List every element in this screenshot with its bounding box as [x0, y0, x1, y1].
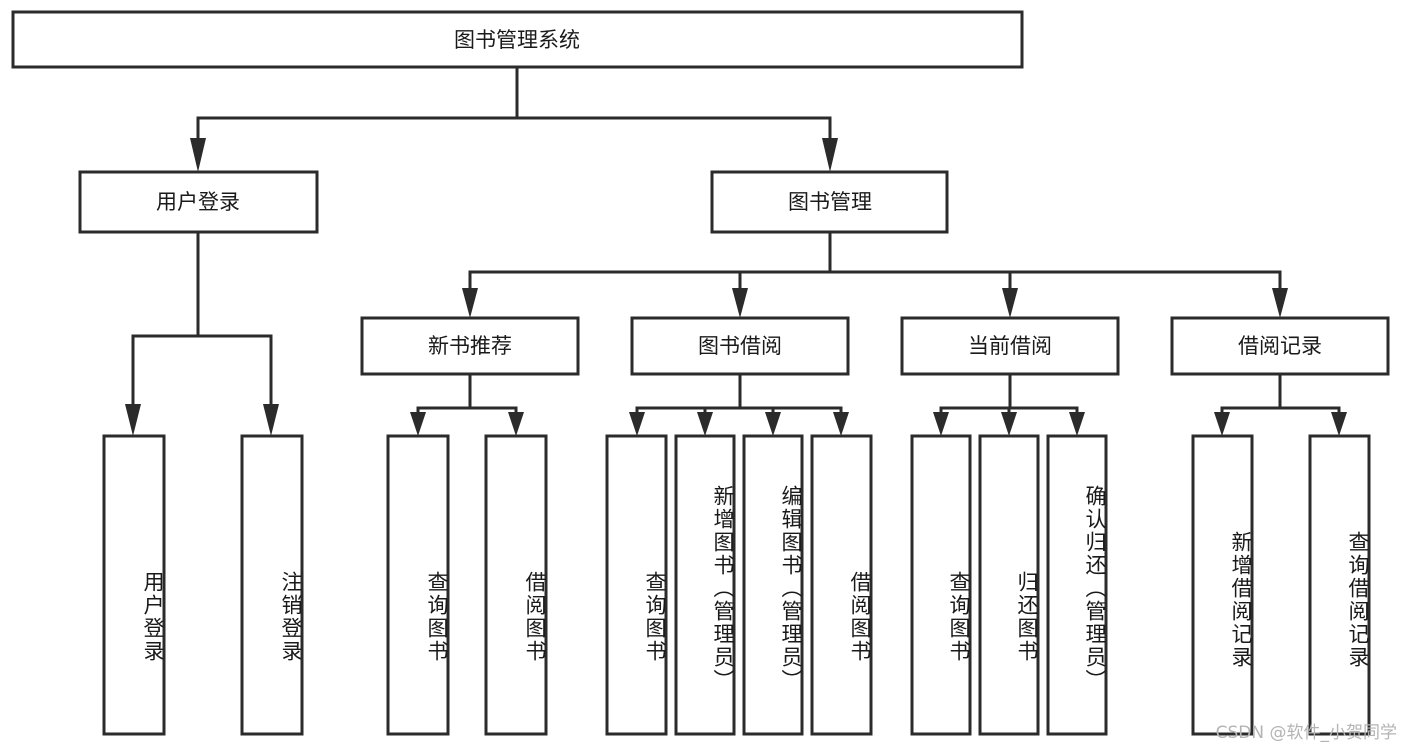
arrow-head-current-borrow [1002, 288, 1018, 318]
arrow-head-new-book-recommend [462, 288, 478, 318]
arrow-head-book-manage [822, 138, 838, 172]
node-box-leaf-query-book-recommend[interactable] [386, 434, 450, 736]
node-layer: 图书管理系统 用户登录 图书管理 新书推荐 图书借阅 当前借阅 借阅记录 [11, 10, 1390, 736]
watermark-text: CSDN @软件_小贺同学 [1215, 723, 1397, 743]
node-label-borrow-record: 借阅记录 [1238, 334, 1322, 358]
arrow-head-leaf-query-book-current [933, 412, 949, 436]
node-box-borrow-record[interactable] [1170, 316, 1390, 376]
node-box-leaf-edit-book-admin[interactable] [742, 434, 804, 736]
node-box-leaf-user-login[interactable] [102, 434, 166, 736]
node-box-leaf-borrow-book[interactable] [810, 434, 873, 736]
node-box-book-borrow[interactable] [630, 316, 850, 376]
node-box-leaf-borrow-book-recommend[interactable] [484, 434, 548, 736]
arrow-head-leaf-edit-book-admin [765, 412, 781, 436]
connector-layer [125, 65, 1347, 436]
node-box-leaf-logout[interactable] [240, 434, 304, 736]
node-box-leaf-query-book-current[interactable] [910, 434, 972, 736]
node-box-book-manage[interactable] [710, 170, 949, 234]
node-label-user-login: 用户登录 [156, 190, 240, 214]
arrow-head-leaf-return-book [1001, 412, 1017, 436]
arrow-head-leaf-logout [263, 404, 279, 436]
arrow-head-leaf-add-book-admin [697, 412, 713, 436]
arrow-head-borrow-record [1272, 288, 1288, 318]
node-label-book-borrow: 图书借阅 [698, 334, 782, 358]
node-label-book-manage: 图书管理 [788, 190, 872, 214]
node-label-new-book-recommend: 新书推荐 [428, 334, 512, 358]
arrow-head-user-login [190, 138, 206, 172]
node-label-root: 图书管理系统 [454, 28, 580, 52]
arrow-head-leaf-query-book-borrow [629, 412, 645, 436]
node-box-new-book-recommend[interactable] [360, 316, 580, 376]
arrow-head-leaf-query-borrow-record [1331, 412, 1347, 436]
node-box-current-borrow[interactable] [900, 316, 1120, 376]
node-box-leaf-add-book-admin[interactable] [674, 434, 736, 736]
arrow-head-leaf-add-borrow-record [1214, 412, 1230, 436]
node-box-leaf-query-borrow-record[interactable] [1308, 434, 1371, 736]
arrow-head-leaf-query-book-recommend [410, 412, 426, 436]
arrow-head-leaf-confirm-return-admin [1069, 412, 1085, 436]
node-box-leaf-confirm-return-admin[interactable] [1046, 434, 1108, 736]
node-label-current-borrow: 当前借阅 [968, 334, 1052, 358]
arrow-head-book-borrow [732, 288, 748, 318]
node-box-leaf-add-borrow-record[interactable] [1191, 434, 1254, 736]
node-box-leaf-query-book-borrow[interactable] [605, 434, 668, 736]
arrow-head-leaf-borrow-book [833, 412, 849, 436]
node-box-user-login[interactable] [78, 170, 319, 234]
arrow-head-leaf-borrow-book-recommend [508, 412, 524, 436]
arrow-head-leaf-user-login [125, 404, 141, 436]
node-box-leaf-return-book[interactable] [978, 434, 1040, 736]
node-box-root[interactable] [11, 10, 1024, 69]
